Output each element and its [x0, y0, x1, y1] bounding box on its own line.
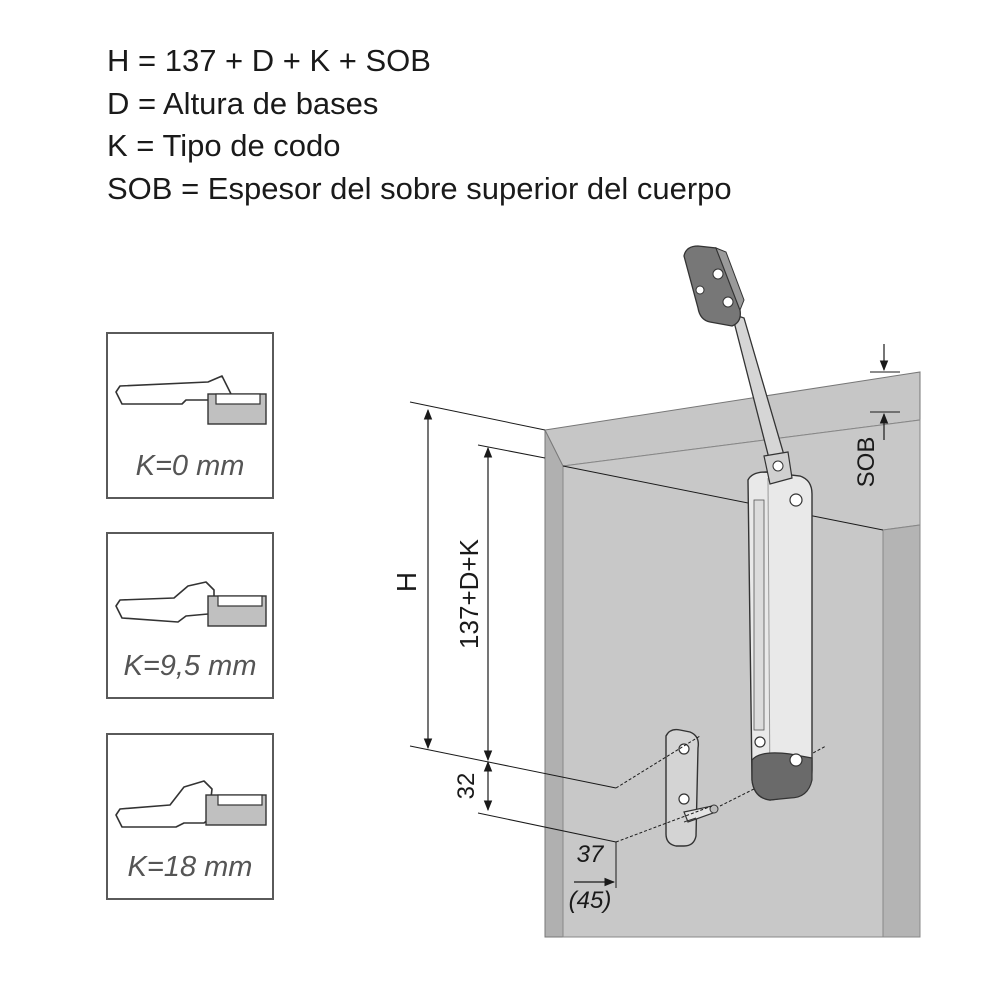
dim-37-label: 37: [577, 841, 605, 868]
top-reference-line: [562, 465, 884, 531]
k-label-0: K=0 mm: [135, 450, 245, 482]
pivot-screw-icon: [789, 753, 803, 767]
mounting-plate: [665, 728, 719, 847]
hinge-full-crank-icon: [115, 780, 267, 828]
lift-mechanism: [747, 471, 813, 801]
dim-sob-label: SOB: [853, 437, 880, 488]
arm-bracket: [683, 245, 745, 327]
mechanism-spring-rail: [753, 499, 765, 731]
screw-hole-icon: [678, 743, 690, 755]
hinge-half-crank-icon: [115, 581, 267, 627]
k-panel-18: K=18 mm: [106, 733, 274, 900]
k-label-9-5: K=9,5 mm: [123, 650, 257, 682]
k-panel-0: K=0 mm: [106, 332, 274, 499]
pivot-screw-icon: [789, 493, 803, 507]
cabinet-back-panel: [562, 419, 921, 938]
dim-lower-label: 137+D+K: [454, 538, 484, 649]
formula-k: K = Tipo de codo: [107, 128, 341, 163]
mechanism-end-cap: [751, 752, 813, 801]
formula-block: H = 137 + D + K + SOB D = Altura de base…: [107, 40, 732, 210]
cabinet: [544, 371, 921, 938]
formula-h: H = 137 + D + K + SOB: [107, 43, 431, 78]
screw-hole-icon: [678, 793, 690, 805]
dim-32-label: 32: [453, 773, 480, 800]
cabinet-side-edge: [544, 429, 564, 938]
dim-h-label: H: [391, 572, 422, 592]
formula-sob: SOB = Espesor del sobre superior del cue…: [107, 170, 732, 206]
bracket-screw-icon: [712, 268, 724, 280]
cabinet-right-edge: [882, 524, 921, 938]
bracket-screw-icon: [722, 296, 734, 308]
dim-45-label: (45): [569, 887, 612, 914]
formula-d: D = Altura de bases: [107, 85, 379, 121]
hinge-straight-icon: [115, 375, 267, 425]
extension-lines: [409, 371, 900, 888]
k-label-18: K=18 mm: [127, 851, 253, 883]
k-panel-9-5: K=9,5 mm: [106, 532, 274, 699]
